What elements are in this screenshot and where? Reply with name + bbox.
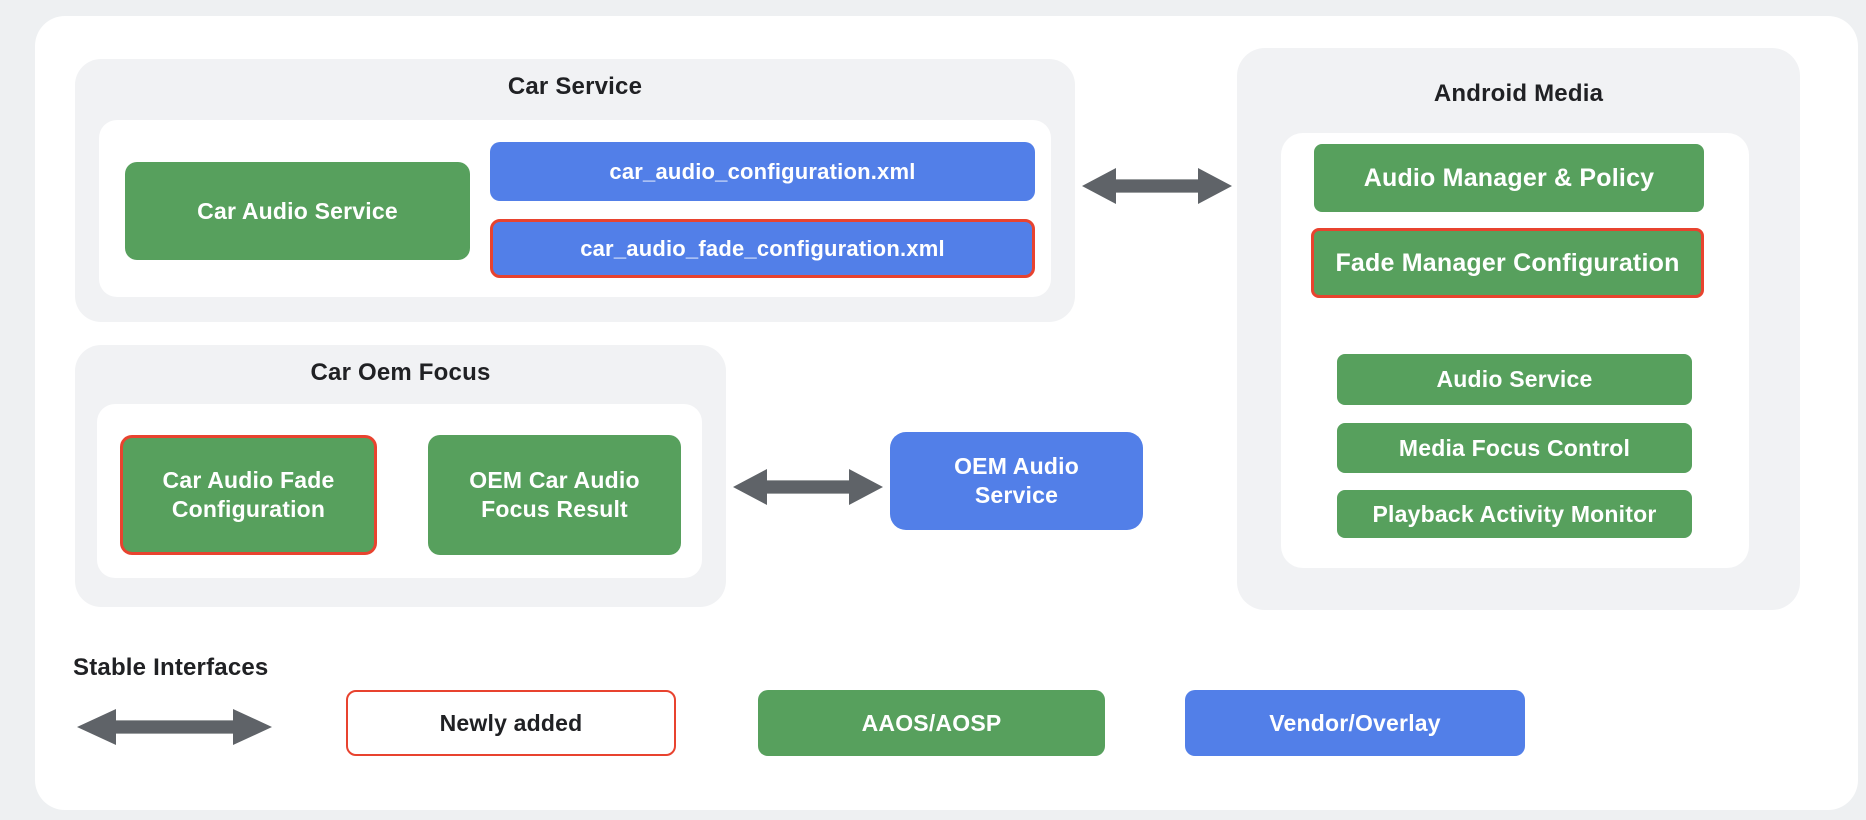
stable-interfaces-label: Stable Interfaces: [73, 654, 269, 681]
car-audio-fade-configuration-xml-node: car_audio_fade_configuration.xml: [490, 219, 1035, 278]
bidirectional-arrow-icon: [1082, 167, 1232, 205]
playback-activity-monitor-node: Playback Activity Monitor: [1337, 490, 1692, 538]
bidirectional-arrow-icon: [77, 708, 272, 746]
fade-manager-configuration-node: Fade Manager Configuration: [1311, 228, 1704, 298]
audio-service-node: Audio Service: [1337, 354, 1692, 405]
car-service-title: Car Service: [507, 73, 643, 100]
car-oem-focus-title: Car Oem Focus: [310, 359, 491, 386]
oem-car-audio-focus-result-node: OEM Car Audio Focus Result: [428, 435, 681, 555]
media-focus-control-node: Media Focus Control: [1337, 423, 1692, 473]
bidirectional-arrow-icon: [733, 468, 883, 506]
car-audio-configuration-xml-node: car_audio_configuration.xml: [490, 142, 1035, 201]
car-audio-service-node: Car Audio Service: [125, 162, 470, 260]
android-media-title: Android Media: [1433, 80, 1604, 107]
legend-newly-added: Newly added: [346, 690, 676, 756]
audio-manager-policy-node: Audio Manager & Policy: [1314, 144, 1704, 212]
car-audio-fade-configuration-node: Car Audio Fade Configuration: [120, 435, 377, 555]
oem-audio-service-node: OEM Audio Service: [890, 432, 1143, 530]
legend-aaos-aosp: AAOS/AOSP: [758, 690, 1105, 756]
legend-vendor-overlay: Vendor/Overlay: [1185, 690, 1525, 756]
